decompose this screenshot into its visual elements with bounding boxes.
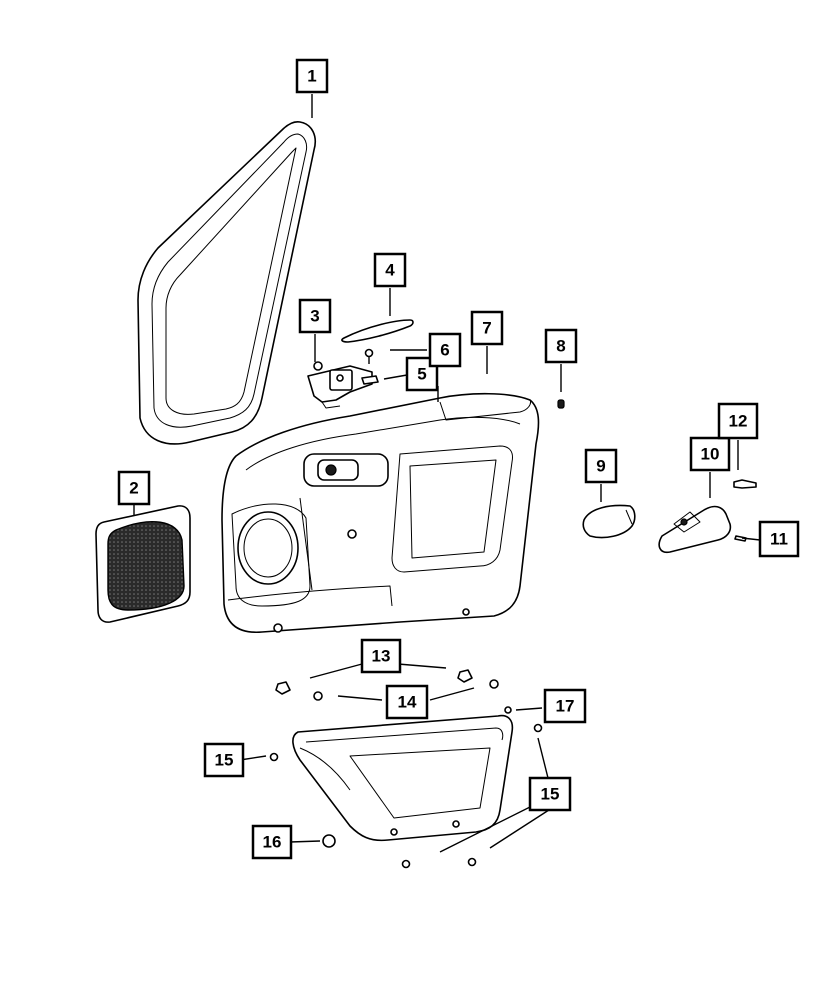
- callout-17: 17: [543, 688, 587, 724]
- callout-8-label: 8: [556, 337, 565, 356]
- callout-8: 8: [544, 328, 578, 364]
- callout-1-label: 1: [307, 67, 316, 86]
- callout-10: 10: [689, 436, 731, 472]
- leader-lines: [133, 94, 761, 853]
- callout-11: 11: [758, 520, 800, 558]
- callout-12: 12: [717, 402, 759, 440]
- callout-3: 3: [298, 298, 332, 334]
- callout-16: 16: [251, 824, 293, 860]
- callout-17-label: 17: [556, 697, 575, 716]
- callout-15-left: 15: [203, 742, 245, 778]
- callout-15-right-label: 15: [541, 785, 560, 804]
- callout-2-label: 2: [129, 479, 138, 498]
- part-7-door-trim-panel: [221, 392, 540, 633]
- part-11-screw: [734, 535, 747, 542]
- part-4-trim-strip: [341, 319, 414, 343]
- part-14-screw-left: [313, 691, 323, 701]
- part-14-screw-right: [489, 679, 499, 689]
- callout-6: 6: [428, 332, 462, 368]
- part-5-bracket-assembly: [307, 361, 379, 409]
- callout-14: 14: [385, 684, 429, 720]
- callout-13-label: 13: [372, 647, 391, 666]
- callout-12-label: 12: [729, 412, 748, 431]
- part-15-screw-b: [533, 723, 543, 733]
- callout-15-left-label: 15: [215, 751, 234, 770]
- callout-3-label: 3: [310, 307, 319, 326]
- callout-10-label: 10: [701, 445, 720, 464]
- part-13-nut-left: [275, 681, 291, 695]
- callout-14-label: 14: [398, 693, 417, 712]
- callout-2: 2: [117, 470, 151, 506]
- callout-9-label: 9: [596, 457, 605, 476]
- part-17-lower-trim-panel: [292, 706, 514, 842]
- part-8-clip: [557, 399, 565, 409]
- part-10-interior-door-handle: [658, 505, 732, 554]
- part-15-screw-d: [467, 857, 477, 867]
- part-15-screw-c: [401, 859, 411, 869]
- callout-4-label: 4: [385, 261, 395, 280]
- callout-11-label: 11: [770, 530, 788, 549]
- callout-16-label: 16: [263, 833, 282, 852]
- callout-5-label: 5: [417, 365, 426, 384]
- callout-13: 13: [360, 638, 402, 674]
- part-12-push-pin: [733, 479, 757, 489]
- callout-7-label: 7: [482, 319, 491, 338]
- callout-1: 1: [295, 58, 329, 94]
- part-6-screw: [364, 348, 374, 364]
- part-13-nut-right: [457, 669, 473, 683]
- callout-7: 7: [470, 310, 504, 346]
- callout-9: 9: [584, 448, 618, 484]
- callout-15-right: 15: [528, 776, 572, 812]
- callout-4: 4: [373, 252, 407, 288]
- part-2-speaker-grille: [95, 505, 191, 623]
- part-9-handle-cover: [582, 504, 636, 539]
- part-16-plug: [322, 834, 336, 848]
- part-1-window-frame-trim: [137, 121, 316, 445]
- part-15-screw-a: [269, 752, 279, 762]
- callout-6-label: 6: [440, 341, 449, 360]
